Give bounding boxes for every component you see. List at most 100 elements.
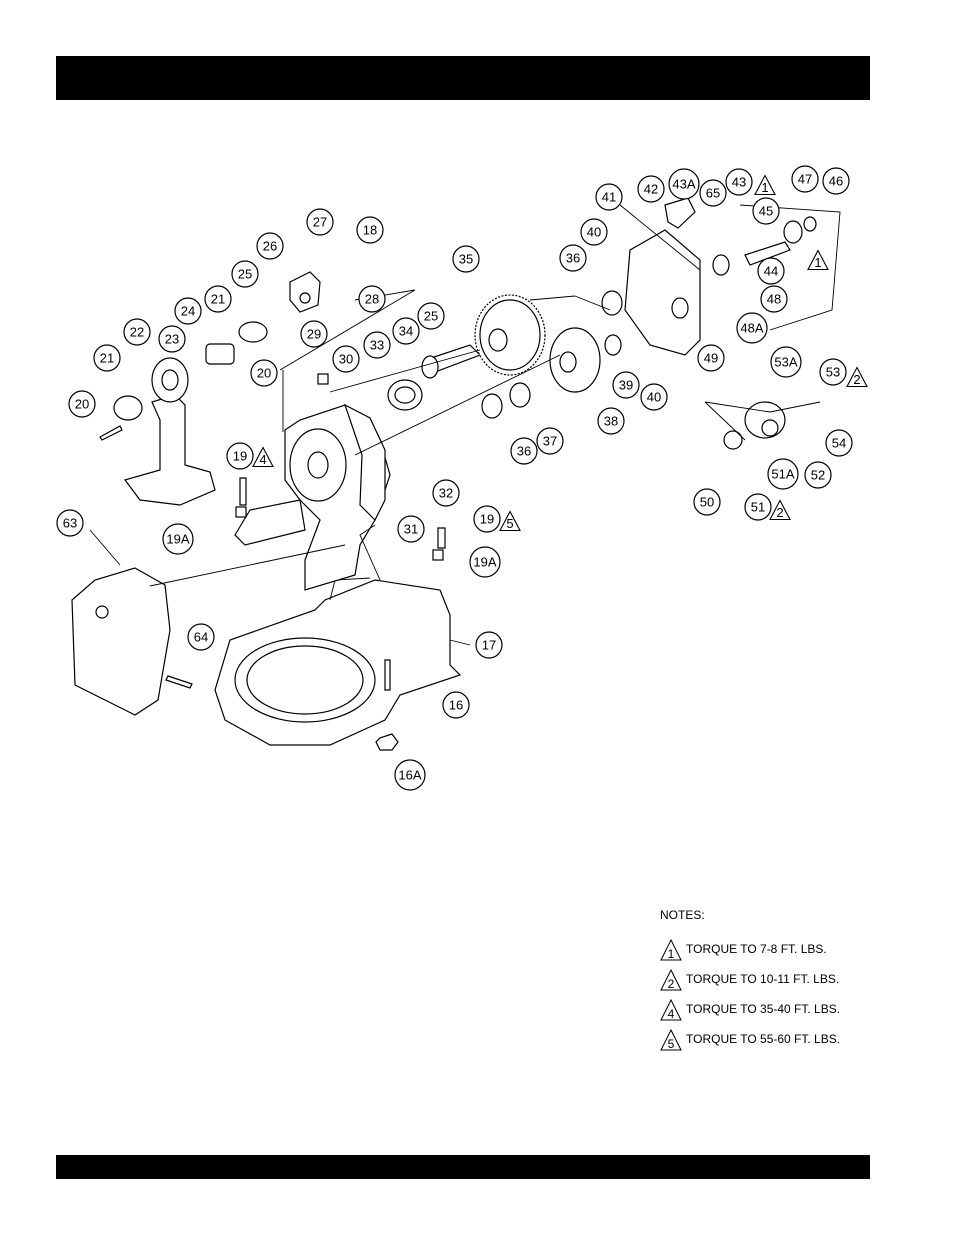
flag-number: 4 [259,452,266,467]
callout-number: 63 [63,516,77,531]
callout-50: 50 [694,489,720,515]
callout-19: 19 [474,506,500,532]
torque-flag-2: 2 [847,368,867,388]
note-text: TORQUE TO 7-8 FT. LBS. [686,942,827,956]
callout-number: 65 [706,186,720,201]
callout-46: 46 [823,168,849,194]
note-item: 1 TORQUE TO 7-8 FT. LBS. [660,934,880,964]
callout-number: 16 [449,698,463,713]
callout-51a: 51A [768,459,798,489]
note-flag-icon: 1 [660,939,682,959]
callout-37: 37 [537,428,563,454]
bearing-stand-part [114,358,215,505]
callout-26: 26 [257,233,283,259]
callout-34: 34 [393,318,419,344]
callout-number: 19 [233,449,247,464]
flag-number: 2 [853,372,860,387]
callout-25: 25 [232,261,258,287]
callout-number: 40 [587,225,601,240]
callout-number: 53 [826,365,840,380]
callout-42: 42 [638,176,664,202]
large-gear-part [475,295,545,375]
callout-number: 19 [480,512,494,527]
callout-43: 43 [726,169,752,195]
pinion-37-part [510,383,530,407]
flange-52-part [745,402,785,438]
note-text: TORQUE TO 35-40 FT. LBS. [686,1002,840,1016]
callout-39: 39 [613,372,639,398]
callout-29: 29 [301,321,327,347]
callout-number: 16A [398,768,421,783]
callout-48: 48 [761,286,787,312]
flag-number: 2 [776,505,783,520]
callout-number: 17 [482,638,496,653]
note-text: TORQUE TO 55-60 FT. LBS. [686,1032,840,1046]
callout-23: 23 [159,326,185,352]
notes-title: NOTES: [660,908,880,922]
callout-number: 27 [313,215,327,230]
callout-number: 52 [811,468,825,483]
callout-number: 50 [700,495,714,510]
callout-16a: 16A [395,760,425,790]
callout-number: 30 [339,352,353,367]
callout-number: 46 [829,174,843,189]
gear-case-part [235,405,390,590]
callout-28: 28 [359,286,385,312]
torque-flag-5: 5 [500,512,520,532]
callout-33: 33 [364,332,390,358]
callout-number: 54 [832,436,846,451]
note-flag-number: 1 [668,947,675,961]
callout-number: 47 [798,172,812,187]
note-flag-number: 2 [668,977,675,991]
base-housing-part [215,578,460,745]
gasket-42-part [665,198,695,228]
notes-list: 1TORQUE TO 7-8 FT. LBS.2TORQUE TO 10-11 … [660,934,880,1054]
callout-20: 20 [69,391,95,417]
callout-63: 63 [57,510,83,536]
ring-46-part [804,217,816,231]
callout-number: 20 [257,366,271,381]
callout-number: 48 [767,292,781,307]
callout-number: 37 [543,434,557,449]
callout-number: 38 [604,414,618,429]
callout-number: 35 [459,252,473,267]
note-flag-number: 4 [668,1007,675,1021]
callout-number: 23 [165,332,179,347]
callout-19a: 19A [163,524,193,554]
callout-19: 19 [227,443,253,469]
callout-number: 41 [602,190,616,205]
callout-number: 64 [194,630,208,645]
callout-number: 44 [764,264,778,279]
torque-flag-1: 1 [808,251,828,271]
callout-24: 24 [175,298,201,324]
note-flag-icon: 2 [660,969,682,989]
callout-18: 18 [357,217,383,243]
callout-number: 36 [566,251,580,266]
callout-number: 32 [439,486,453,501]
callout-number: 33 [370,338,384,353]
callout-21: 21 [94,345,120,371]
callout-45: 45 [753,198,779,224]
callout-number: 19A [473,555,496,570]
callout-number: 29 [307,327,321,342]
callout-number: 49 [704,351,718,366]
callout-number: 53A [774,355,797,370]
o-ring-50-part [724,431,742,449]
callout-52: 52 [805,462,831,488]
callout-number: 48A [740,321,763,336]
callout-number: 22 [130,325,144,340]
callout-number: 18 [363,223,377,238]
bearing-33-inner [395,387,415,403]
callout-20: 20 [251,360,277,386]
callout-48a: 48A [737,313,767,343]
callout-54: 54 [826,430,852,456]
torque-flag-4: 4 [253,448,273,468]
callout-number: 40 [647,390,661,405]
callout-number: 45 [759,204,773,219]
callout-number: 20 [75,397,89,412]
notes-panel: NOTES: 1 TORQUE TO 7-8 FT. LBS. 2TORQUE TO… [660,908,880,1054]
callout-47: 47 [792,166,818,192]
flag-number: 1 [814,255,821,270]
callout-36: 36 [511,438,537,464]
callout-number: 51 [751,500,765,515]
